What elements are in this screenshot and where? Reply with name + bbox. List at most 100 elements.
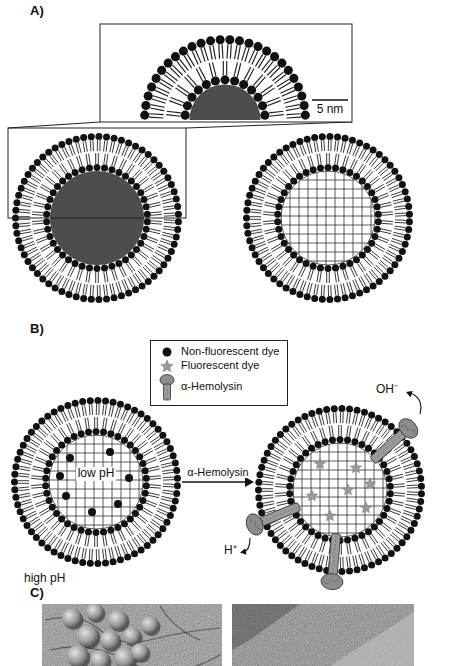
lipid-tail: [390, 187, 400, 192]
lipid-tail: [297, 530, 304, 538]
lipid-head: [417, 475, 424, 482]
lipid-head: [124, 403, 131, 410]
lipid-tail: [164, 226, 175, 228]
lipid-tail: [394, 529, 403, 535]
lipid-tail: [269, 111, 283, 113]
lipid-head: [290, 252, 297, 259]
lipid-tail: [384, 255, 393, 261]
lipid-tail: [44, 161, 51, 169]
lipid-tail: [380, 260, 388, 267]
lipid-tail: [271, 187, 281, 193]
lipid-tail: [22, 195, 33, 198]
lipid-tail: [132, 416, 138, 425]
grid-line: [281, 261, 375, 262]
lipid-tail: [287, 275, 293, 284]
lipid-head: [131, 407, 138, 414]
lipid-tail: [321, 414, 324, 425]
lipid-head: [264, 450, 271, 457]
lipid-tail: [58, 526, 64, 535]
lipid-tail: [39, 508, 49, 513]
lipid-tail: [301, 159, 306, 169]
lipid-tail: [187, 54, 194, 66]
lipid-head: [288, 421, 295, 428]
lipid-head: [354, 407, 361, 414]
lipid-tail: [270, 115, 284, 117]
lipid-head: [79, 166, 86, 173]
lipid-head: [376, 278, 383, 285]
lipid-tail: [314, 284, 316, 295]
lipid-head: [155, 426, 162, 433]
lipid-tail: [349, 413, 350, 424]
lipid-head: [43, 490, 50, 497]
lipid-tail: [302, 534, 308, 543]
fluorescent-dye-star: [364, 478, 375, 489]
lipid-tail: [337, 154, 339, 165]
lipid-tail: [308, 269, 311, 280]
lipid-head: [225, 35, 234, 44]
lipid-tail: [317, 284, 319, 295]
microsphere: [67, 645, 89, 666]
lipid-tail: [289, 541, 296, 549]
lipid-tail: [283, 257, 290, 265]
lipid-tail: [355, 147, 359, 157]
lipid-tail: [364, 275, 370, 284]
lipid-head: [187, 42, 196, 51]
lipid-tail: [376, 547, 382, 556]
lipid-tail: [361, 276, 366, 286]
lipid-tail: [142, 510, 152, 516]
lipid-tail: [262, 488, 273, 489]
lipid-tail: [213, 62, 216, 76]
lipid-head: [370, 147, 377, 154]
lipid-tail: [157, 511, 167, 516]
panel-c-micrographs: [42, 603, 414, 666]
lipid-head: [406, 218, 413, 225]
lipid-tail: [71, 144, 75, 154]
pore-texture: [324, 577, 340, 585]
lipid-tail: [282, 438, 290, 445]
lipid-head: [167, 512, 174, 519]
lipid-tail: [392, 474, 403, 476]
lipid-tail: [139, 442, 148, 449]
lipid-head: [364, 246, 371, 253]
lipid-head: [51, 409, 58, 416]
lipid-head: [65, 291, 72, 298]
lipid-tail: [40, 529, 48, 536]
lipid-tail: [263, 501, 274, 503]
lipid-head: [65, 138, 72, 145]
lipid-tail: [24, 241, 34, 245]
lipid-tail: [394, 495, 405, 497]
lipid-tail: [21, 232, 32, 234]
lipid-tail: [32, 493, 43, 495]
lipid-head: [88, 296, 95, 303]
lipid-tail: [91, 404, 93, 415]
lipid-tail: [407, 494, 418, 496]
lipid-tail: [293, 428, 300, 437]
lipid-tail: [277, 79, 289, 86]
lipid-head: [244, 199, 251, 206]
lipid-tail: [36, 260, 45, 267]
lipid-tail: [272, 184, 282, 190]
lipid-tail: [326, 556, 328, 567]
sem-wrinkle: [160, 606, 200, 640]
lipid-tail: [99, 140, 100, 151]
lipid-head: [25, 171, 32, 178]
lipid-head: [107, 527, 114, 534]
lipid-tail: [393, 199, 404, 202]
lipid-tail: [349, 426, 351, 437]
lipid-tail: [380, 231, 391, 233]
lipid-tail: [145, 265, 153, 273]
lipid-head: [384, 468, 391, 475]
lipid-tail: [148, 195, 158, 199]
lipid-head: [381, 156, 388, 163]
lipid-head: [150, 273, 157, 280]
lipid-tail: [121, 424, 126, 434]
lipid-head: [79, 559, 86, 566]
lipid-tail: [292, 263, 298, 272]
lipid-tail: [40, 244, 50, 250]
lipid-tail: [355, 555, 357, 566]
microsphere: [131, 643, 149, 661]
lipid-tail: [155, 445, 165, 450]
lipid-head: [363, 286, 370, 293]
lipid-tail: [350, 267, 355, 277]
lipid-head: [114, 524, 121, 531]
